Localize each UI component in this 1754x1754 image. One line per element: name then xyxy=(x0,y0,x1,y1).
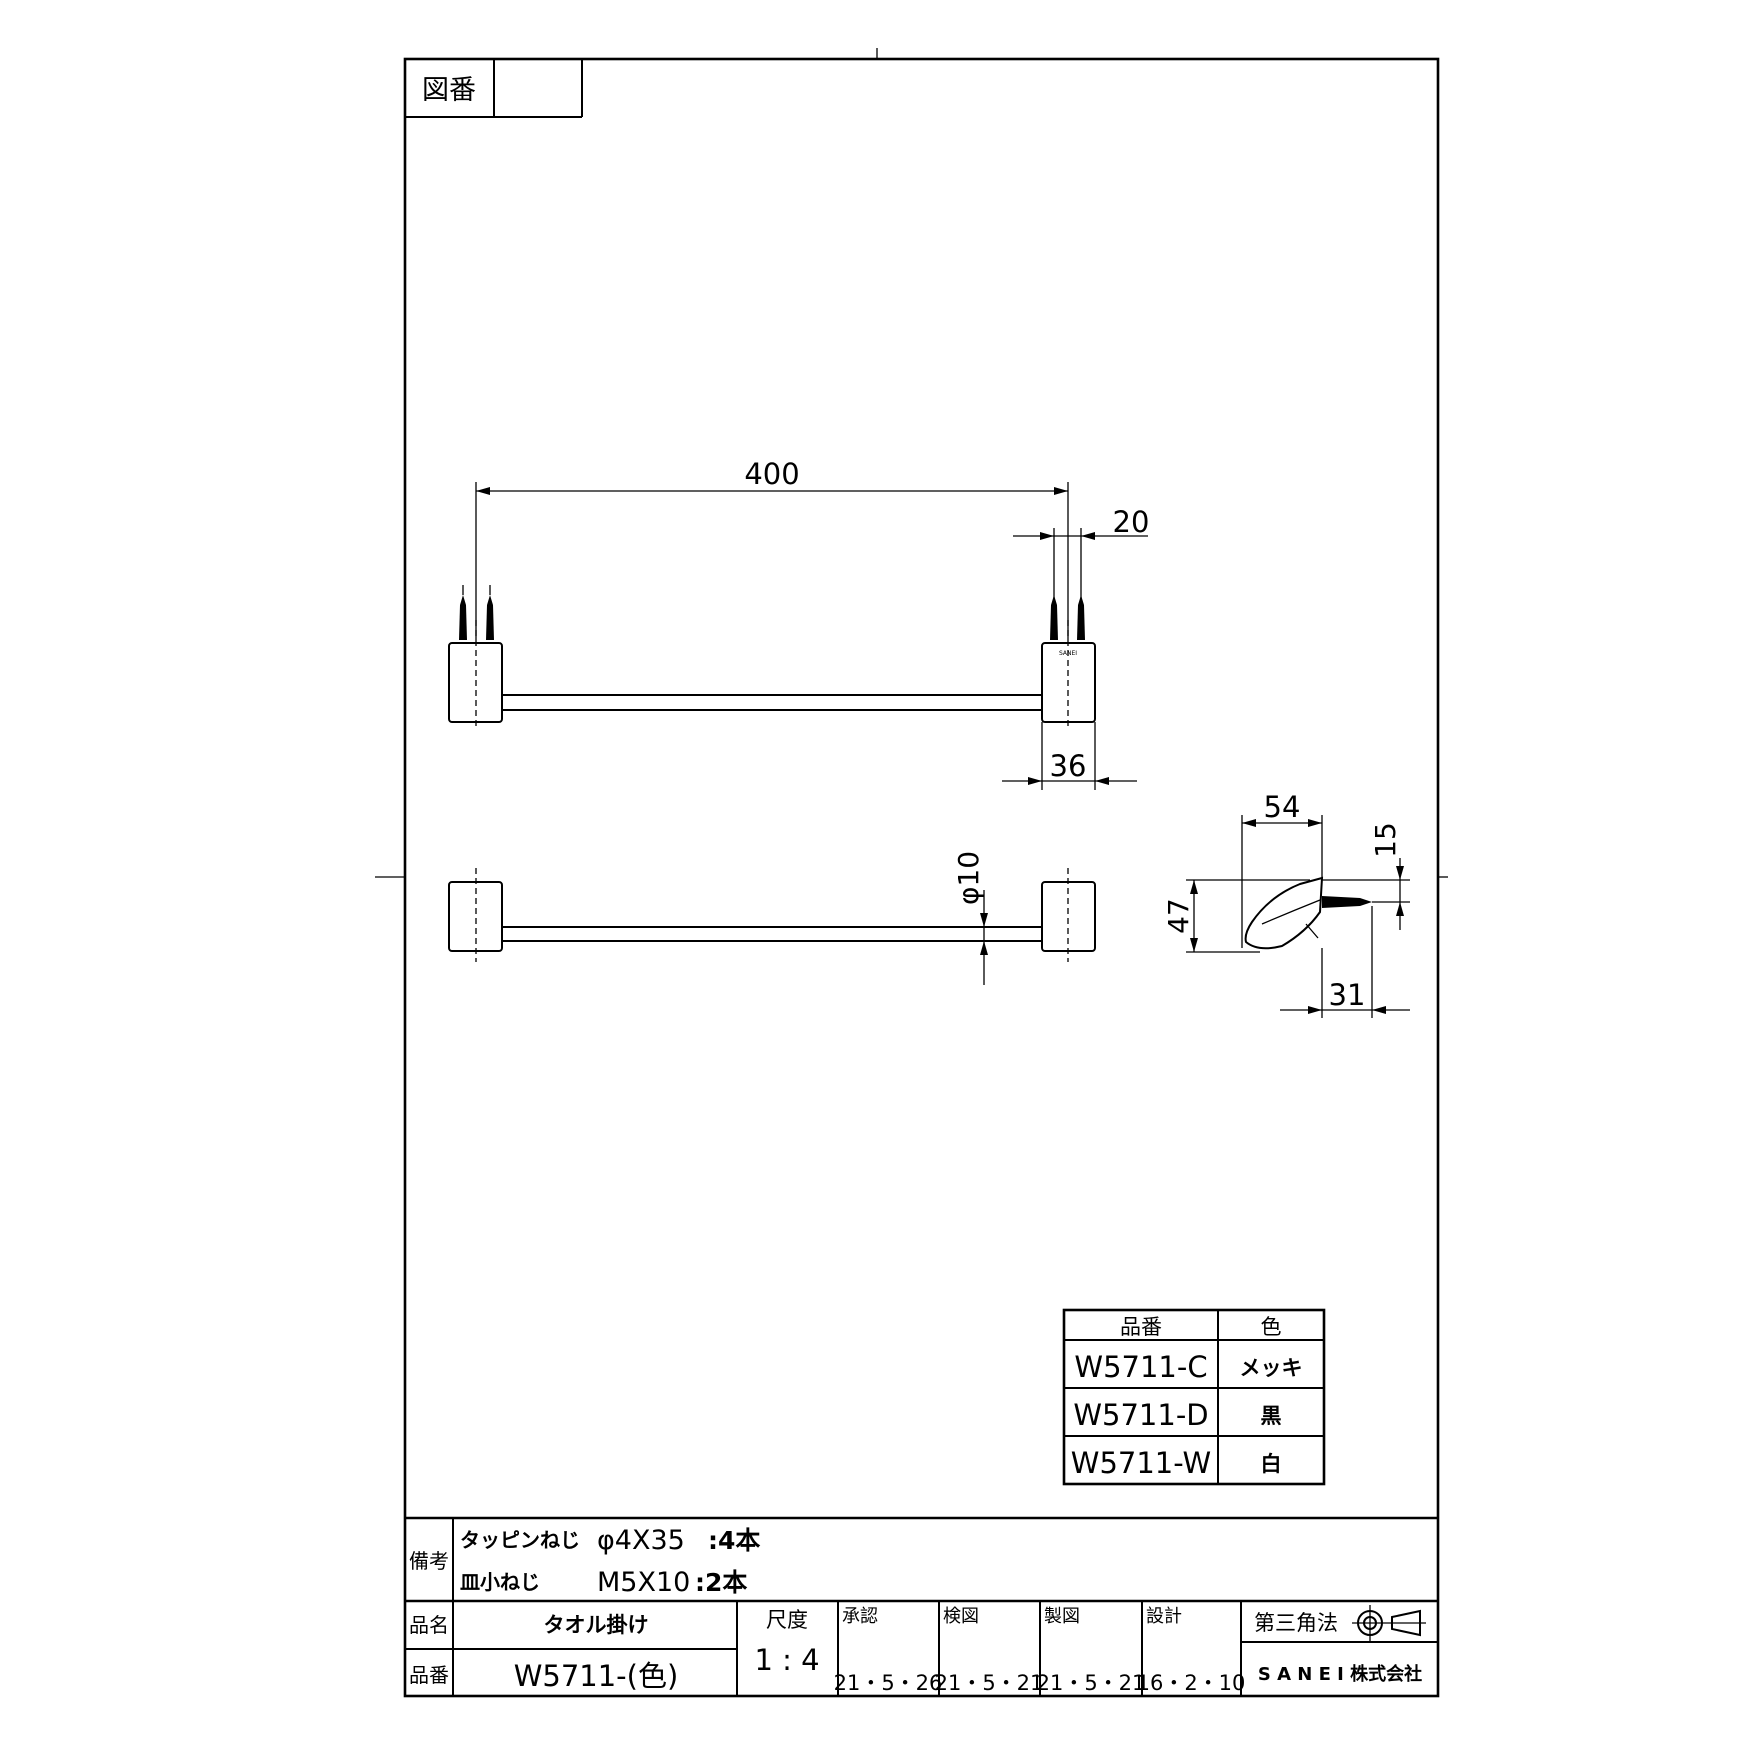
outer-frame xyxy=(403,57,1440,1698)
table-row-color: メッキ xyxy=(1240,1356,1303,1380)
dimension-31: 31 xyxy=(1329,978,1366,1012)
top-view: φ10 xyxy=(448,851,1096,985)
third-angle-projection-icon xyxy=(1352,1605,1426,1641)
drafting-date: 21・5・21 xyxy=(1037,1671,1146,1695)
drawing-number-box: 図番 xyxy=(405,59,583,118)
dimension-15: 15 xyxy=(1369,822,1402,858)
dimension-diameter-10: φ10 xyxy=(952,851,985,905)
title-block: 品名 タオル掛け 品番 W5711-(色) 尺度 1 : 4 承認 21・5・2… xyxy=(405,1599,1438,1696)
remarks-label: 備考 xyxy=(409,1549,449,1573)
side-view: 54 15 47 31 xyxy=(1162,790,1410,1018)
table-header-part-number: 品番 xyxy=(1120,1315,1162,1339)
remark-qty: :4本 xyxy=(708,1526,760,1555)
approval-label: 承認 xyxy=(842,1606,878,1627)
remark-qty: :2本 xyxy=(695,1568,747,1597)
table-row-part-number: W5711-C xyxy=(1074,1350,1207,1384)
variants-table: 品番 色 W5711-C メッキ W5711-D 黒 W5711-W 白 xyxy=(1062,1308,1326,1486)
dimension-54: 54 xyxy=(1264,790,1301,824)
product-number: W5711-(色) xyxy=(514,1659,679,1693)
remark-spec: φ4X35 xyxy=(597,1525,685,1556)
drawing-number-label: 図番 xyxy=(422,75,476,106)
table-header-color: 色 xyxy=(1261,1315,1282,1339)
projection-label: 第三角法 xyxy=(1254,1611,1338,1635)
front-view: SANEI 400 xyxy=(448,457,1150,790)
inspection-date: 21・5・21 xyxy=(935,1671,1044,1695)
remark-name: 皿小ねじ xyxy=(460,1570,540,1594)
screw-icon xyxy=(486,585,494,640)
screw-icon xyxy=(1050,595,1058,640)
product-name: タオル掛け xyxy=(544,1613,649,1637)
inspection-label: 検図 xyxy=(943,1606,979,1627)
table-row-part-number: W5711-W xyxy=(1071,1446,1211,1480)
drafting-label: 製図 xyxy=(1044,1606,1080,1627)
table-row-part-number: W5711-D xyxy=(1073,1398,1208,1432)
screw-icon xyxy=(1077,595,1085,640)
design-date: 16・2・10 xyxy=(1137,1671,1246,1695)
approval-date: 21・5・26 xyxy=(834,1671,943,1695)
remark-spec: M5X10 xyxy=(597,1567,690,1598)
table-row-color: 白 xyxy=(1261,1452,1282,1476)
product-number-label: 品番 xyxy=(409,1663,449,1687)
design-label: 設計 xyxy=(1146,1606,1182,1627)
remark-name: タッピンねじ xyxy=(460,1528,580,1552)
dimension-36: 36 xyxy=(1050,749,1087,783)
dimension-400: 400 xyxy=(744,457,799,491)
side-screw-icon xyxy=(1322,896,1372,908)
table-row-color: 黒 xyxy=(1261,1404,1282,1428)
screw-icon xyxy=(459,585,467,640)
remarks-block: 備考 タッピンねじ φ4X35 :4本 皿小ねじ M5X10 :2本 xyxy=(405,1516,1438,1696)
company-name: S A N E I 株式会社 xyxy=(1258,1663,1422,1685)
side-profile xyxy=(1244,876,1324,950)
scale-value: 1 : 4 xyxy=(754,1643,819,1677)
scale-label: 尺度 xyxy=(766,1608,808,1632)
dimension-47: 47 xyxy=(1162,898,1195,934)
dimension-20: 20 xyxy=(1113,505,1150,539)
product-name-label: 品名 xyxy=(409,1613,449,1637)
